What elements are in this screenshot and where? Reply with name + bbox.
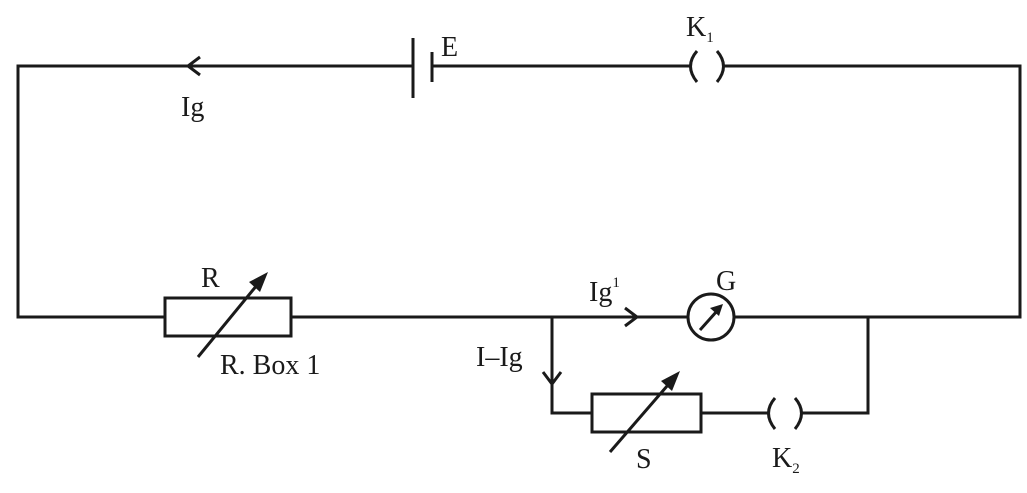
shunt-label: S xyxy=(636,444,652,475)
variable-arrow-r xyxy=(196,272,268,358)
key-k1-label: K1 xyxy=(686,12,714,46)
current-arrow-ig xyxy=(185,55,201,77)
variable-arrow-s xyxy=(608,371,680,453)
battery-label: E xyxy=(441,32,458,63)
shunt-resistor-s xyxy=(590,392,703,434)
current-label-ig: Ig xyxy=(181,92,204,123)
shunt-current-label: I–Ig xyxy=(476,342,523,373)
galvanometer-current-label: Ig1 xyxy=(589,275,620,308)
galvanometer-symbol xyxy=(686,292,736,342)
wire-shunt-right xyxy=(801,315,870,415)
current-arrow-shunt xyxy=(541,371,563,387)
resistance-box-label: R. Box 1 xyxy=(220,350,320,381)
wire-shunt-down xyxy=(550,315,594,415)
galvanometer-label: G xyxy=(716,266,736,297)
key-k2-label: K2 xyxy=(772,443,800,477)
key-k2-symbol xyxy=(767,397,803,430)
resistance-box-r xyxy=(163,296,293,338)
current-arrow-g xyxy=(624,306,640,328)
key-k1-symbol xyxy=(689,50,725,83)
resistor-r-label: R xyxy=(201,263,220,294)
battery-symbol xyxy=(411,38,434,98)
